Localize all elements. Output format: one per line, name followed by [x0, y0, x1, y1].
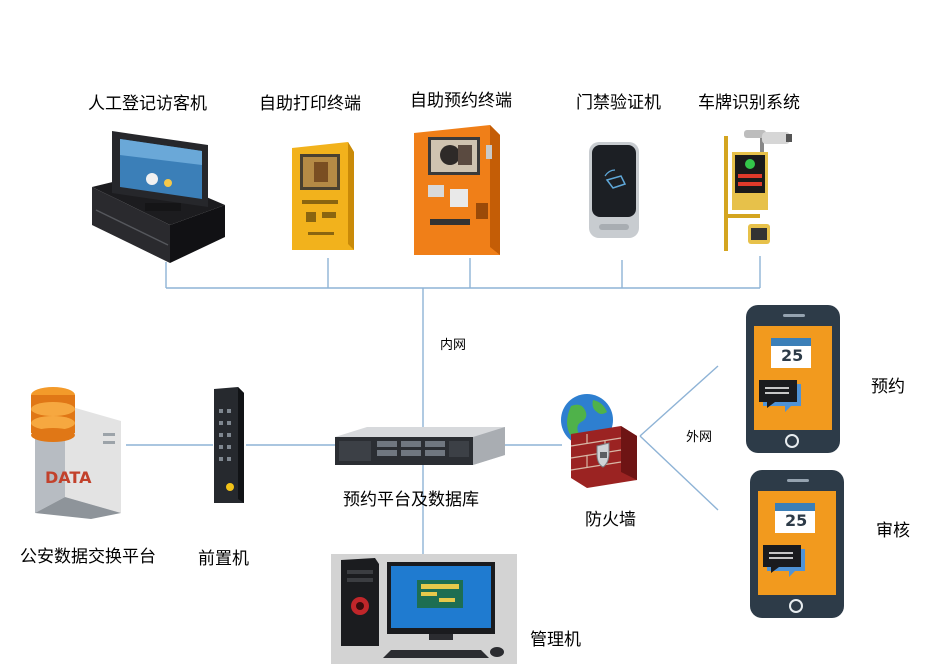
firewall-image: [561, 394, 637, 488]
database-server-image: DATA: [31, 387, 121, 519]
label-review: 审核: [876, 521, 910, 541]
label-front-server: 前置机: [198, 549, 249, 569]
phone-review[interactable]: 25: [749, 469, 845, 619]
db-data-text: DATA: [45, 468, 92, 487]
label-self-print-terminal: 自助打印终端: [259, 94, 361, 114]
phone-booking-graphic: [746, 305, 840, 453]
label-intranet: 内网: [440, 338, 467, 353]
phone-review-graphic: [750, 470, 844, 618]
print-terminal-image: [292, 142, 354, 250]
plate-recognition-image: [724, 130, 792, 251]
booking-terminal-image: [414, 125, 500, 255]
label-self-booking-terminal: 自助预约终端: [410, 91, 512, 111]
visitor-machine-image: [92, 131, 225, 263]
label-admin-pc: 管理机: [530, 630, 581, 650]
label-police-exchange: 公安数据交换平台: [20, 547, 156, 567]
label-access-control: 门禁验证机: [576, 93, 661, 113]
phone-review-calendar-day: 25: [785, 511, 808, 530]
phone-booking[interactable]: 25: [745, 304, 841, 454]
phone-booking-calendar-day: 25: [781, 346, 804, 365]
label-firewall: 防火墙: [585, 510, 636, 530]
access-control-image: [589, 142, 639, 238]
rack-server-image: [335, 427, 505, 465]
label-plate-recognition: 车牌识别系统: [698, 93, 800, 113]
label-booking: 预约: [871, 377, 905, 397]
label-manual-visitor-machine: 人工登记访客机: [88, 94, 207, 114]
admin-pc-drawing: [341, 558, 504, 658]
label-extranet: 外网: [686, 430, 713, 445]
front-server-image: [214, 387, 244, 503]
label-platform-db: 预约平台及数据库: [343, 490, 479, 510]
